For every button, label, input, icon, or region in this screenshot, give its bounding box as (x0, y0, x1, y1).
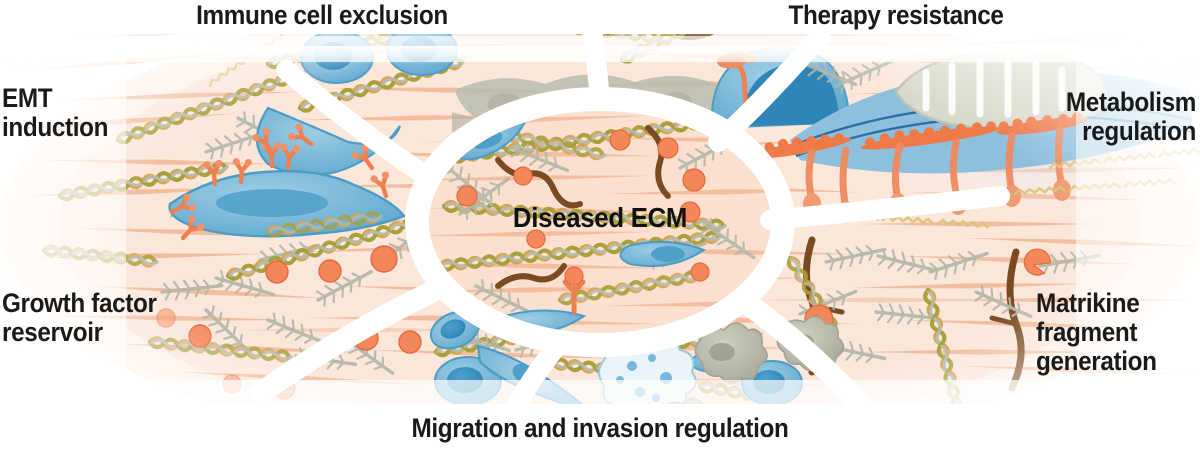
center-label-diseased-ecm: Diseased ECM (512, 202, 688, 233)
label-therapy-resistance: Therapy resistance (788, 0, 1004, 30)
label-immune-cell-exclusion: Immune cell exclusion (196, 0, 448, 30)
label-emt-induction: EMT induction (2, 83, 109, 143)
label-metabolism-regulation: Metabolism regulation (1065, 87, 1196, 147)
label-migration-invasion-regulation: Migration and invasion regulation (411, 413, 789, 443)
label-growth-factor-reservoir: Growth factor reservoir (2, 288, 157, 348)
label-matrikine-fragment-generation: Matrikine fragment generation (1036, 288, 1157, 377)
